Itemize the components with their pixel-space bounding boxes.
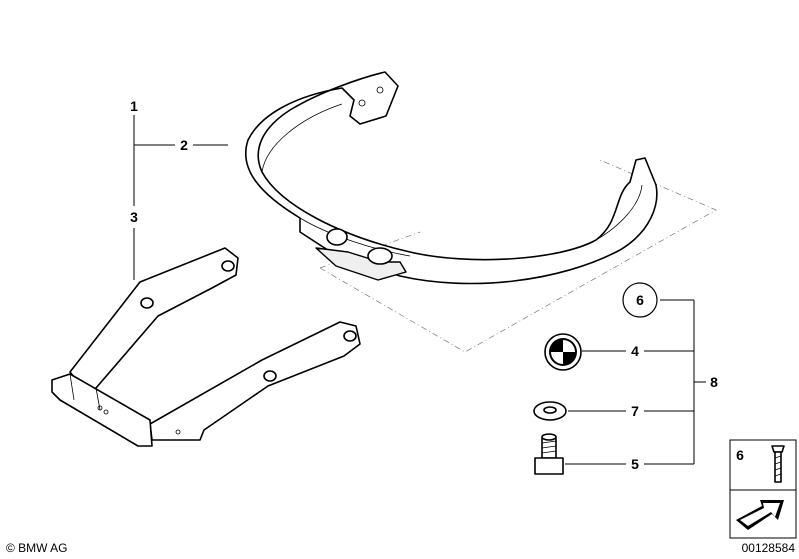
grab-handle-part bbox=[244, 71, 658, 285]
direction-arrow-icon bbox=[736, 500, 784, 530]
document-number: 00128584 bbox=[741, 541, 795, 555]
bolt-part bbox=[534, 433, 564, 475]
bmw-emblem-part bbox=[544, 333, 582, 371]
leader-lines bbox=[133, 115, 706, 465]
label-part-8: 8 bbox=[710, 374, 718, 390]
washer-part bbox=[533, 401, 567, 421]
legend-bolt-icon bbox=[771, 445, 785, 483]
label-part-4: 4 bbox=[631, 343, 639, 359]
legend-box: 6 bbox=[729, 439, 797, 539]
label-part-5: 5 bbox=[631, 456, 639, 472]
copyright-notice: © BMW AG bbox=[6, 541, 68, 555]
legend-label: 6 bbox=[736, 447, 744, 463]
label-part-7: 7 bbox=[631, 403, 639, 419]
label-part-6: 6 bbox=[636, 292, 644, 308]
label-part-1: 1 bbox=[130, 98, 138, 114]
carrier-bracket-part bbox=[51, 247, 361, 447]
label-part-3: 3 bbox=[130, 209, 138, 225]
label-part-2: 2 bbox=[180, 137, 188, 153]
callout-circle-icon bbox=[622, 282, 658, 318]
